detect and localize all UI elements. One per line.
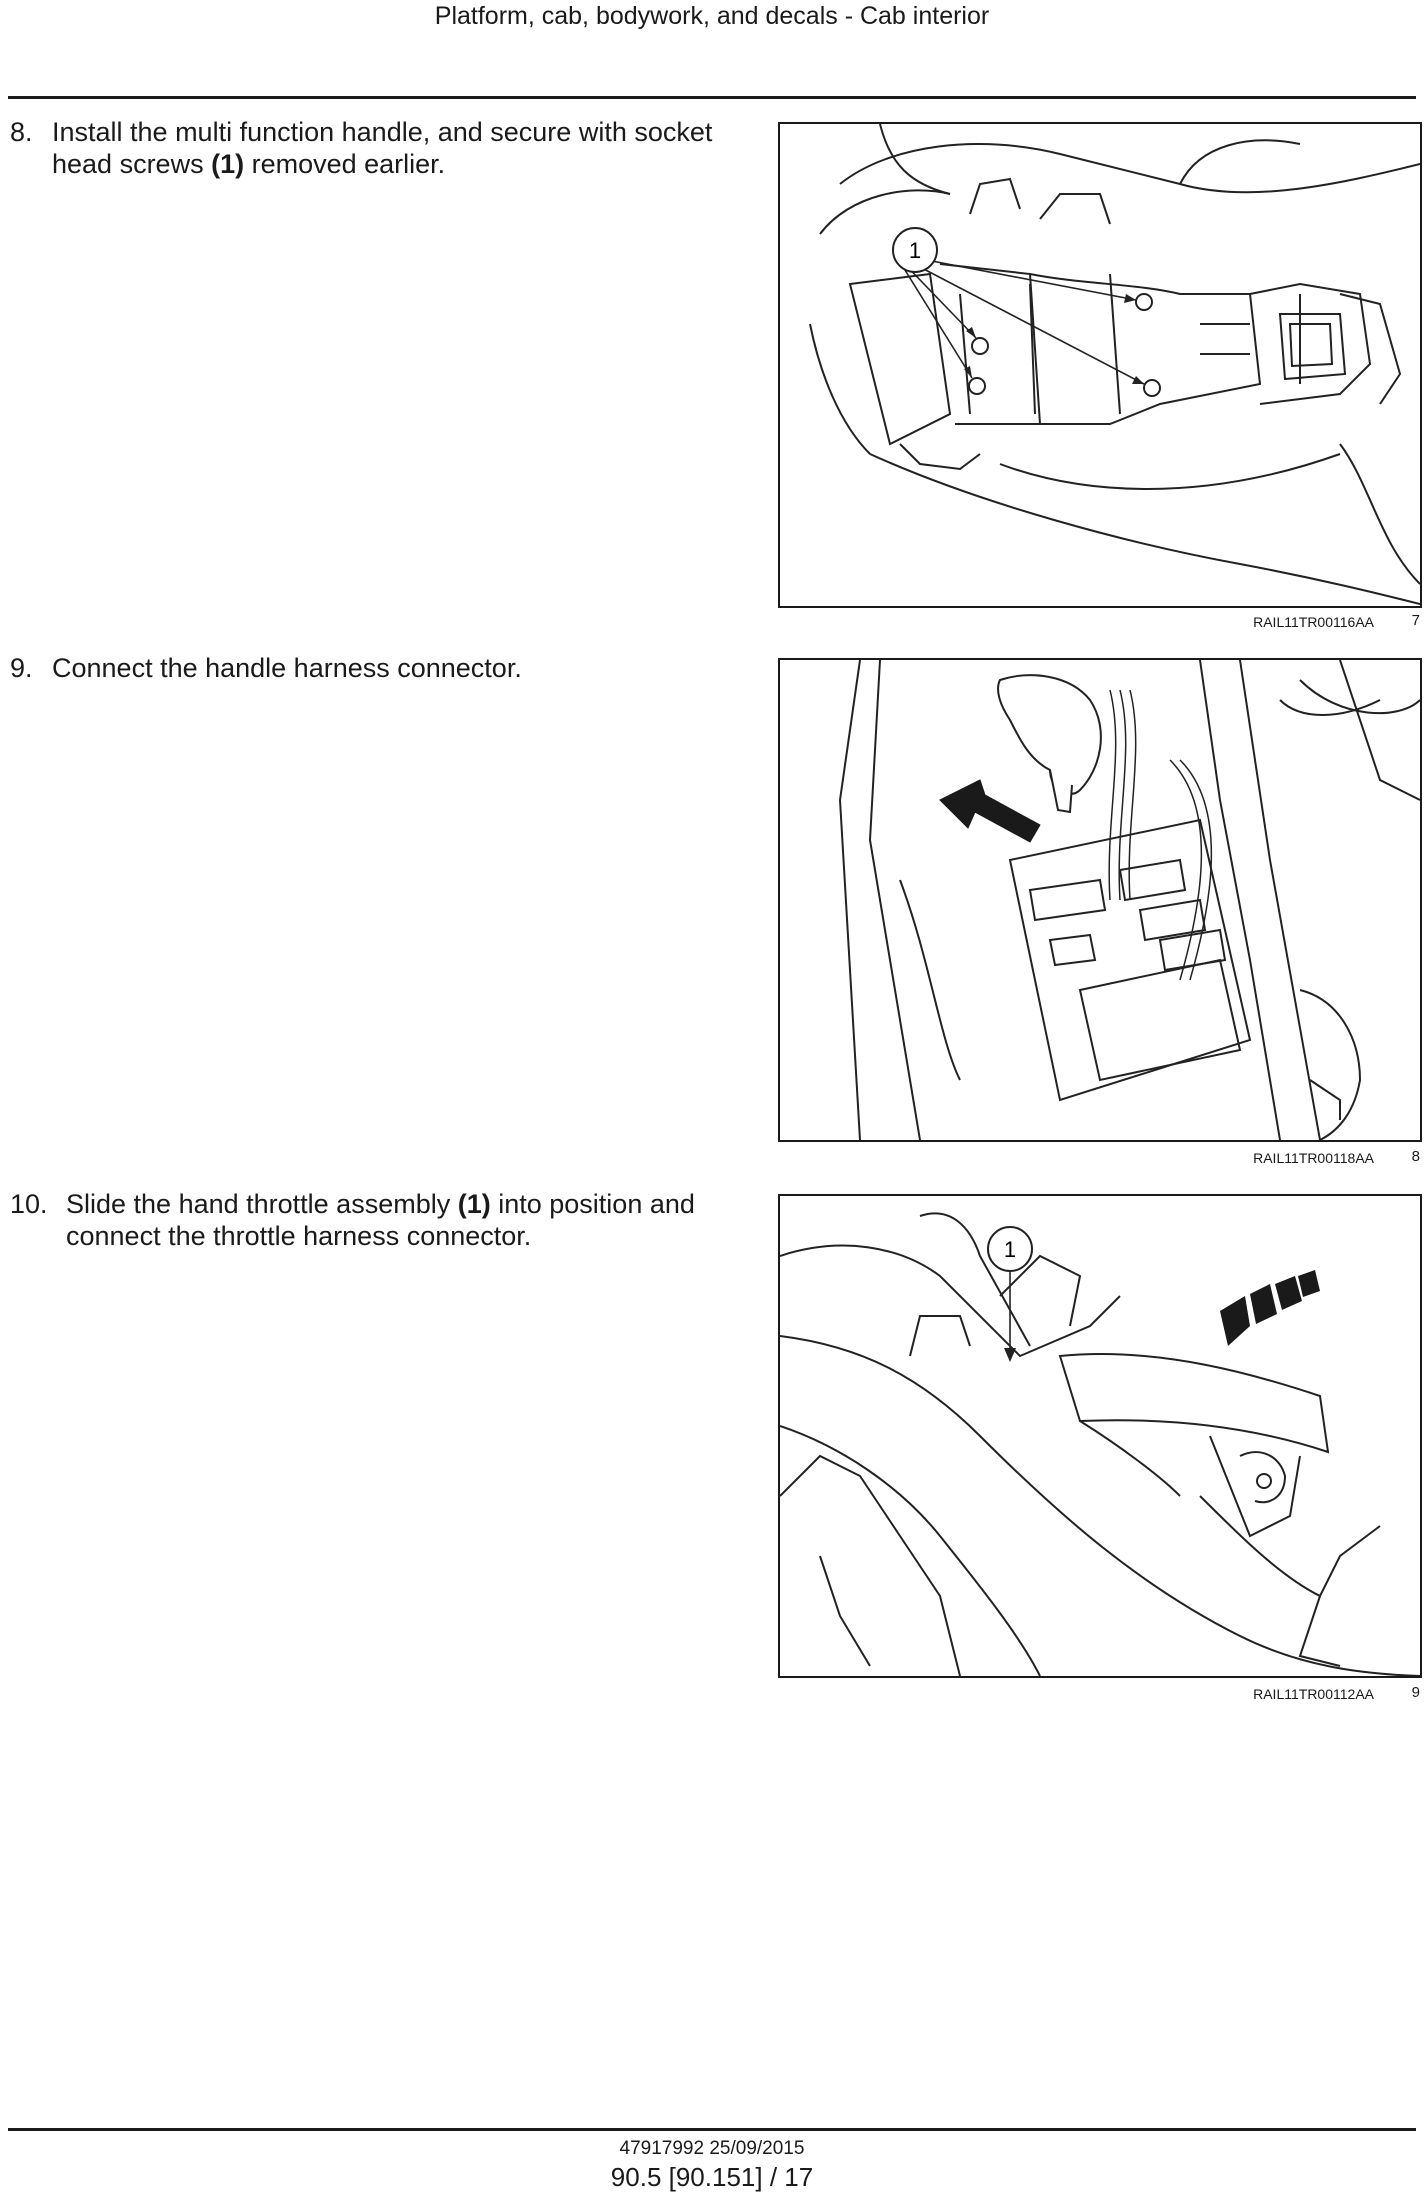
figure-7-illustration: 1 xyxy=(778,122,1422,608)
figure-number: 9 xyxy=(1411,1684,1420,1701)
page-title: Platform, cab, bodywork, and decals - Ca… xyxy=(434,2,990,30)
figure-9-illustration: 1 xyxy=(778,1194,1422,1678)
callout-label: 1 xyxy=(909,238,921,263)
part-reference: (1) xyxy=(457,1189,491,1219)
figure-code: RAIL11TR00116AA xyxy=(1253,614,1374,630)
figure-number: 8 xyxy=(1411,1148,1420,1165)
step-9-text: 9. Connect the handle harness connector. xyxy=(10,652,522,684)
callout-label: 1 xyxy=(1004,1237,1016,1262)
footer-doc-info: 47917992 25/09/2015 xyxy=(619,2138,805,2159)
header-divider xyxy=(8,96,1416,99)
figure-code: RAIL11TR00118AA xyxy=(1253,1150,1374,1166)
step-10-text: 10.Slide the hand throttle assembly (1) … xyxy=(10,1188,695,1252)
step-line: removed earlier. xyxy=(244,149,446,179)
figure-code: RAIL11TR00112AA xyxy=(1253,1686,1374,1702)
footer-divider xyxy=(8,2128,1416,2131)
step-number: 8. xyxy=(10,117,33,147)
figure-number: 7 xyxy=(1411,612,1420,629)
step-line: Connect the handle harness connector. xyxy=(52,653,522,683)
step-line: head screws xyxy=(52,149,212,179)
step-line: Install the multi function handle, and s… xyxy=(52,117,713,147)
step-number: 9. xyxy=(10,653,33,683)
step-number: 10. xyxy=(10,1189,48,1219)
step-line: connect the throttle harness connector. xyxy=(66,1221,532,1251)
footer-page-ref: 90.5 [90.151] / 17 xyxy=(610,2162,814,2192)
part-reference: (1) xyxy=(211,149,245,179)
step-8-text: 8. Install the multi function handle, and… xyxy=(10,116,712,180)
step-line: Slide the hand throttle assembly xyxy=(66,1189,458,1219)
figure-8-illustration xyxy=(778,658,1422,1142)
step-line: into position and xyxy=(490,1189,695,1219)
